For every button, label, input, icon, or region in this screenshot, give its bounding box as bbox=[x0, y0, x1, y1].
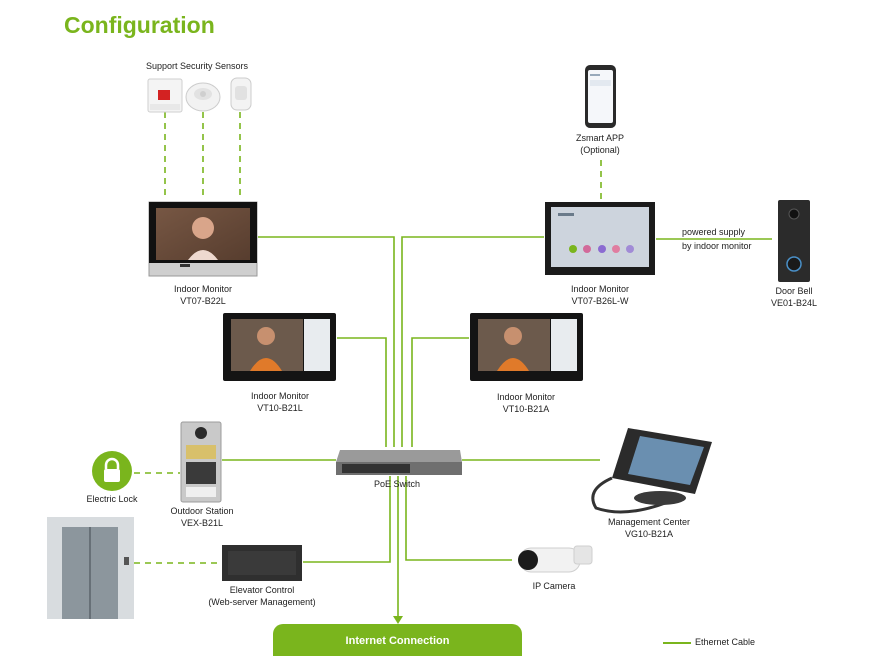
monitor-b22l-model: VT07-B22L bbox=[180, 296, 226, 306]
sensors-label: Support Security Sensors bbox=[146, 61, 249, 71]
monitor-b21l-name: Indoor Monitor bbox=[250, 391, 310, 401]
elevator-sub: (Web-server Management) bbox=[208, 597, 316, 607]
monitor-b21l-model: VT10-B21L bbox=[257, 403, 303, 413]
outdoor-station-label: Outdoor Station VEX-B21L bbox=[162, 505, 242, 529]
cable-b26l bbox=[401, 236, 544, 447]
monitor-b21a-name: Indoor Monitor bbox=[496, 392, 556, 402]
elevator-icon bbox=[47, 517, 134, 619]
monitor-b21a-label: Indoor Monitor VT10-B21A bbox=[486, 391, 566, 415]
elevator-control-label: Elevator Control (Web-server Management) bbox=[202, 584, 322, 608]
power-label-1: powered supply bbox=[682, 227, 746, 237]
outdoor-station bbox=[180, 421, 222, 503]
outdoor-name: Outdoor Station bbox=[170, 506, 234, 516]
cable-b21l bbox=[337, 337, 387, 447]
elevator-name: Elevator Control bbox=[229, 585, 295, 595]
ethernet-cables bbox=[222, 236, 772, 618]
pir-sensor-icon bbox=[230, 77, 252, 111]
monitor-b22l-label: Indoor Monitor VT07-B22L bbox=[163, 283, 243, 307]
mgmt-center-label: Management Center VG10-B21A bbox=[604, 516, 694, 540]
outdoor-model: VEX-B21L bbox=[180, 518, 224, 528]
cable-elevator bbox=[303, 476, 391, 563]
sensor-button-icon bbox=[147, 78, 183, 113]
switch-icon bbox=[336, 450, 462, 475]
page-title: Configuration bbox=[64, 12, 215, 38]
monitor-vt10-b21a bbox=[470, 313, 583, 381]
doorbell-name: Door Bell bbox=[775, 286, 813, 296]
electric-lock-label: Electric Lock bbox=[86, 494, 138, 504]
legend-swatch bbox=[663, 641, 691, 644]
power-label-2: by indoor monitor bbox=[682, 241, 752, 251]
smartphone-icon bbox=[585, 65, 616, 128]
legend-ethernet-label: Ethernet Cable bbox=[695, 637, 756, 647]
doorbell-icon bbox=[778, 200, 810, 282]
monitor-vt07-b26l bbox=[545, 202, 655, 275]
monitor-vt07-b22l bbox=[148, 201, 258, 277]
ip-camera-label: IP Camera bbox=[532, 581, 576, 591]
monitor-b26l-model: VT07-B26L-W bbox=[571, 296, 629, 306]
doorbell-model: VE01-B24L bbox=[770, 298, 818, 308]
smoke-detector-icon bbox=[185, 82, 221, 112]
cable-camera bbox=[405, 476, 512, 561]
poe-switch-label: PoE Switch bbox=[373, 479, 421, 489]
monitor-b22l-name: Indoor Monitor bbox=[173, 284, 233, 294]
app-label: Zsmart APP (Optional) bbox=[560, 132, 640, 156]
cable-b22l bbox=[258, 236, 395, 447]
management-center bbox=[591, 428, 712, 514]
app-optional: (Optional) bbox=[580, 145, 620, 155]
cable-b21a bbox=[411, 337, 469, 447]
internet-connection: Internet Connection bbox=[273, 624, 522, 656]
mgmt-name: Management Center bbox=[607, 517, 691, 527]
elevator-control bbox=[222, 545, 302, 581]
monitor-b26l-name: Indoor Monitor bbox=[570, 284, 630, 294]
wireless-links bbox=[134, 112, 602, 564]
monitor-b26l-label: Indoor Monitor VT07-B26L-W bbox=[560, 283, 640, 307]
monitor-vt10-b21l bbox=[223, 313, 336, 381]
monitor-b21l-label: Indoor Monitor VT10-B21L bbox=[240, 390, 320, 414]
mgmt-model: VG10-B21A bbox=[624, 529, 674, 539]
camera-icon bbox=[518, 545, 593, 573]
monitor-b21a-model: VT10-B21A bbox=[502, 404, 550, 414]
doorbell-label: Door Bell VE01-B24L bbox=[754, 285, 834, 309]
legend: Ethernet Cable bbox=[663, 637, 755, 647]
internet-arrow bbox=[393, 616, 403, 624]
lock-icon bbox=[92, 451, 132, 491]
app-name: Zsmart APP bbox=[575, 133, 624, 143]
